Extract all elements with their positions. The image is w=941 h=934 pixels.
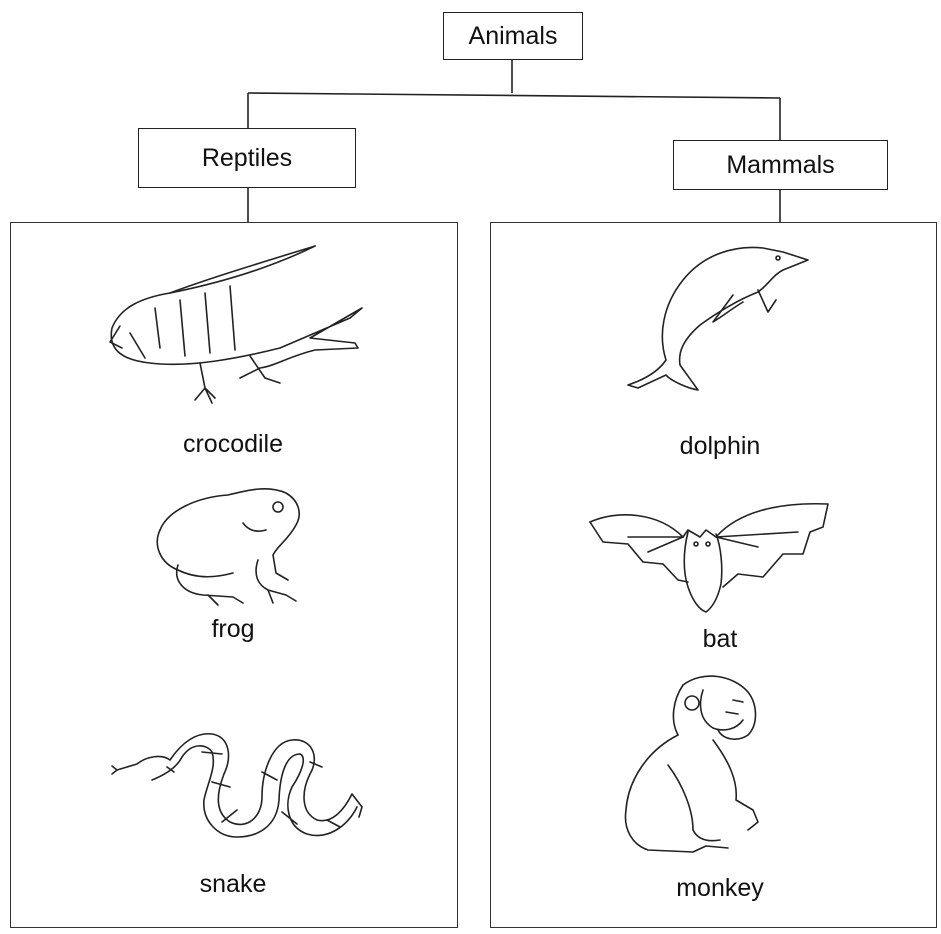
- animal-label-snake: snake: [133, 870, 333, 899]
- mammals-label: Mammals: [726, 151, 834, 180]
- group-node-mammals: Mammals: [673, 140, 888, 190]
- animal-label-crocodile: crocodile: [133, 430, 333, 459]
- root-node-animals: Animals: [443, 12, 583, 60]
- reptiles-label: Reptiles: [202, 144, 292, 173]
- animal-label-frog: frog: [133, 615, 333, 644]
- branch-connector: [248, 93, 780, 98]
- crocodile-icon: [100, 238, 370, 408]
- dolphin-icon: [618, 240, 818, 400]
- animal-label-dolphin: dolphin: [620, 432, 820, 461]
- snake-icon: [112, 712, 372, 842]
- root-label: Animals: [469, 22, 558, 51]
- monkey-icon: [608, 670, 788, 860]
- group-node-reptiles: Reptiles: [138, 128, 356, 188]
- bat-icon: [588, 492, 838, 617]
- animal-label-bat: bat: [620, 625, 820, 654]
- animal-label-monkey: monkey: [620, 874, 820, 903]
- frog-icon: [148, 485, 308, 610]
